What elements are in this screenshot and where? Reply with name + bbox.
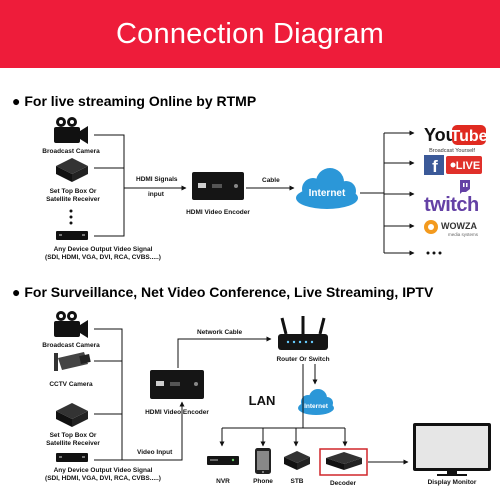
cctv-camera-icon bbox=[54, 352, 91, 371]
facebook-f: f bbox=[432, 157, 438, 176]
label-any-device-2-line1: Any Device Output Video Signal bbox=[54, 467, 153, 474]
label-stb-line2: Satellite Receiver bbox=[46, 196, 100, 203]
any-device-icon bbox=[56, 231, 88, 240]
facebook-live: LIVE bbox=[456, 160, 480, 172]
decoder-highlight-box bbox=[319, 448, 368, 476]
set-top-box-icon bbox=[56, 158, 88, 182]
label-any-device-2-line2: (SDI, HDMI, VGA, DVI, RCA, CVBS.....) bbox=[45, 475, 161, 482]
label-any-device-line2: (SDI, HDMI, VGA, DVI, RCA, CVBS.....) bbox=[45, 254, 161, 261]
youtube-tagline: Broadcast Yourself bbox=[429, 148, 475, 154]
youtube-tube: Tube bbox=[450, 128, 487, 145]
twitch-wordmark: twitch bbox=[424, 194, 479, 216]
label-internet-2: Internet bbox=[304, 403, 329, 410]
label-video-input: Video Input bbox=[137, 449, 173, 456]
decoder-icon bbox=[326, 452, 362, 470]
display-monitor-icon bbox=[413, 423, 491, 476]
label-stb-2-line1: Set Top Box Or bbox=[50, 432, 97, 439]
stb-icon bbox=[284, 451, 310, 470]
more-platforms-dots-icon bbox=[426, 251, 442, 255]
title-banner: Connection Diagram bbox=[0, 0, 500, 68]
broadcast-camera-icon-2 bbox=[54, 311, 88, 338]
more-dots-icon bbox=[69, 209, 73, 225]
label-router: Router Or Switch bbox=[276, 356, 329, 363]
label-display-monitor: Display Monitor bbox=[428, 479, 477, 486]
youtube-logo: You Tube Broadcast Yourself bbox=[424, 125, 488, 154]
router-icon bbox=[278, 316, 328, 350]
label-internet: Internet bbox=[309, 188, 346, 199]
label-broadcast-camera-2: Broadcast Camera bbox=[42, 342, 100, 349]
sources-bracket bbox=[94, 134, 125, 237]
internet-cloud-icon bbox=[296, 168, 358, 209]
phone-icon bbox=[255, 448, 271, 474]
any-device-icon-2 bbox=[56, 453, 88, 462]
broadcast-camera-icon bbox=[54, 117, 88, 144]
sources-bracket-2 bbox=[94, 328, 123, 461]
label-hdmi-signals: HDMI Signals bbox=[136, 176, 178, 183]
network-cable-arrow bbox=[177, 336, 272, 368]
nvr-icon bbox=[207, 456, 239, 465]
label-cctv-camera: CCTV Camera bbox=[49, 381, 93, 388]
section2-heading: ● For Surveillance, Net Video Conference… bbox=[12, 284, 434, 300]
internet-cloud-icon-2 bbox=[298, 389, 334, 415]
wowza-logo: WOWZA media systems bbox=[424, 220, 479, 237]
label-network-cable: Network Cable bbox=[197, 329, 243, 336]
set-top-box-icon-2 bbox=[56, 403, 88, 427]
label-stb-2-line2: Satellite Receiver bbox=[46, 440, 100, 447]
label-nvr: NVR bbox=[216, 478, 230, 485]
section1-heading: ● For live streaming Online by RTMP bbox=[12, 93, 256, 109]
facebook-live-logo: f LIVE bbox=[424, 155, 482, 176]
page-title: Connection Diagram bbox=[116, 18, 384, 50]
video-input-arrow bbox=[122, 401, 185, 461]
label-stb-line1: Set Top Box Or bbox=[50, 188, 97, 195]
wowza-wordmark: WOWZA bbox=[441, 221, 477, 231]
hdmi-video-encoder-icon-2 bbox=[150, 370, 204, 399]
label-broadcast-camera: Broadcast Camera bbox=[42, 148, 100, 155]
wowza-tagline: media systems bbox=[448, 232, 479, 237]
label-hdmi-video-encoder: HDMI Video Encoder bbox=[186, 209, 250, 216]
twitch-logo: twitch bbox=[424, 180, 479, 216]
hdmi-video-encoder-icon bbox=[192, 172, 244, 200]
label-input: input bbox=[148, 191, 165, 198]
label-phone: Phone bbox=[253, 478, 273, 485]
label-hdmi-video-encoder-2: HDMI Video Encoder bbox=[145, 409, 209, 416]
label-lan: LAN bbox=[249, 393, 276, 408]
youtube-you: You bbox=[424, 125, 457, 145]
label-cable: Cable bbox=[262, 177, 280, 184]
label-decoder: Decoder bbox=[330, 480, 356, 487]
label-stb: STB bbox=[291, 478, 304, 485]
label-any-device-line1: Any Device Output Video Signal bbox=[54, 246, 153, 253]
